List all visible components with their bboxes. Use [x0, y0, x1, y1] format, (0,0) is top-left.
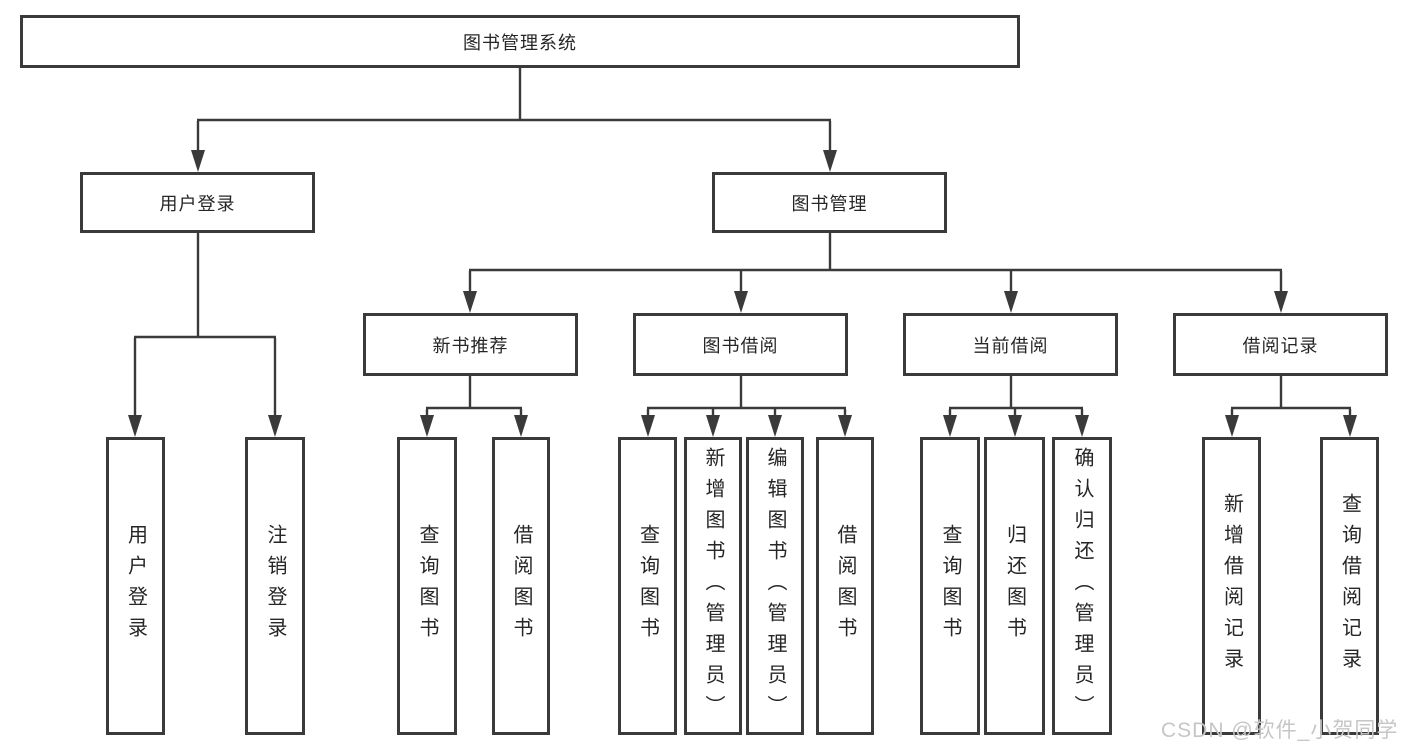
node-new-book-recommend: 新书推荐 [363, 313, 578, 376]
connector-user-login [128, 232, 282, 437]
node-leaf-add-books-admin: 新增图书（管理员） [684, 437, 742, 735]
node-label: 图书借阅 [702, 335, 779, 356]
node-label: 查询图书 [416, 524, 438, 648]
node-leaf-query-books-current: 查询图书 [920, 437, 980, 735]
connector-book-borrow [641, 375, 852, 437]
node-leaf-confirm-return-admin: 确认归还（管理员） [1052, 437, 1112, 735]
node-label: 编辑图书（管理员） [764, 446, 786, 726]
node-leaf-query-borrow-record: 查询借阅记录 [1320, 437, 1379, 735]
node-borrow-record: 借阅记录 [1173, 313, 1388, 376]
node-label: 查询借阅记录 [1338, 493, 1361, 679]
node-leaf-return-books: 归还图书 [984, 437, 1045, 735]
connector-book-management [463, 232, 1288, 313]
node-book-borrow: 图书借阅 [633, 313, 848, 376]
node-leaf-user-login: 用户登录 [106, 437, 165, 735]
node-label: 借阅图书 [510, 524, 532, 648]
node-label: 当前借阅 [972, 335, 1049, 356]
node-label: 图书管理 [791, 193, 868, 214]
node-label: 查询图书 [939, 524, 961, 648]
node-current-borrow: 当前借阅 [903, 313, 1118, 376]
node-label: 归还图书 [1003, 524, 1026, 648]
node-label: 借阅图书 [834, 524, 856, 648]
node-leaf-add-borrow-record: 新增借阅记录 [1202, 437, 1261, 735]
connector-root [191, 68, 837, 172]
node-leaf-query-books-recommend: 查询图书 [397, 437, 457, 735]
node-label: 用户登录 [159, 193, 236, 214]
node-label: 图书管理系统 [463, 32, 577, 53]
node-label: 查询图书 [636, 524, 659, 648]
node-root-system: 图书管理系统 [20, 15, 1020, 68]
connector-new-book-recommend [420, 375, 528, 437]
node-label: 用户登录 [124, 524, 147, 648]
connector-borrow-record [1225, 375, 1357, 437]
node-leaf-borrow-books: 借阅图书 [816, 437, 874, 735]
node-label: 确认归还（管理员） [1071, 446, 1093, 726]
node-book-management-branch: 图书管理 [712, 172, 947, 233]
node-label: 注销登录 [264, 524, 286, 648]
node-label: 借阅记录 [1242, 335, 1319, 356]
node-leaf-edit-books-admin: 编辑图书（管理员） [746, 437, 804, 735]
node-leaf-query-books-borrow: 查询图书 [618, 437, 677, 735]
node-label: 新增借阅记录 [1220, 493, 1243, 679]
connector-current-borrow [943, 375, 1089, 437]
node-leaf-borrow-books-recommend: 借阅图书 [492, 437, 550, 735]
csdn-watermark: CSDN @软件_小贺同学 [1161, 719, 1399, 742]
node-label: 新书推荐 [432, 335, 509, 356]
node-user-login-branch: 用户登录 [80, 172, 315, 233]
node-label: 新增图书（管理员） [702, 446, 724, 726]
node-leaf-logout: 注销登录 [245, 437, 305, 735]
